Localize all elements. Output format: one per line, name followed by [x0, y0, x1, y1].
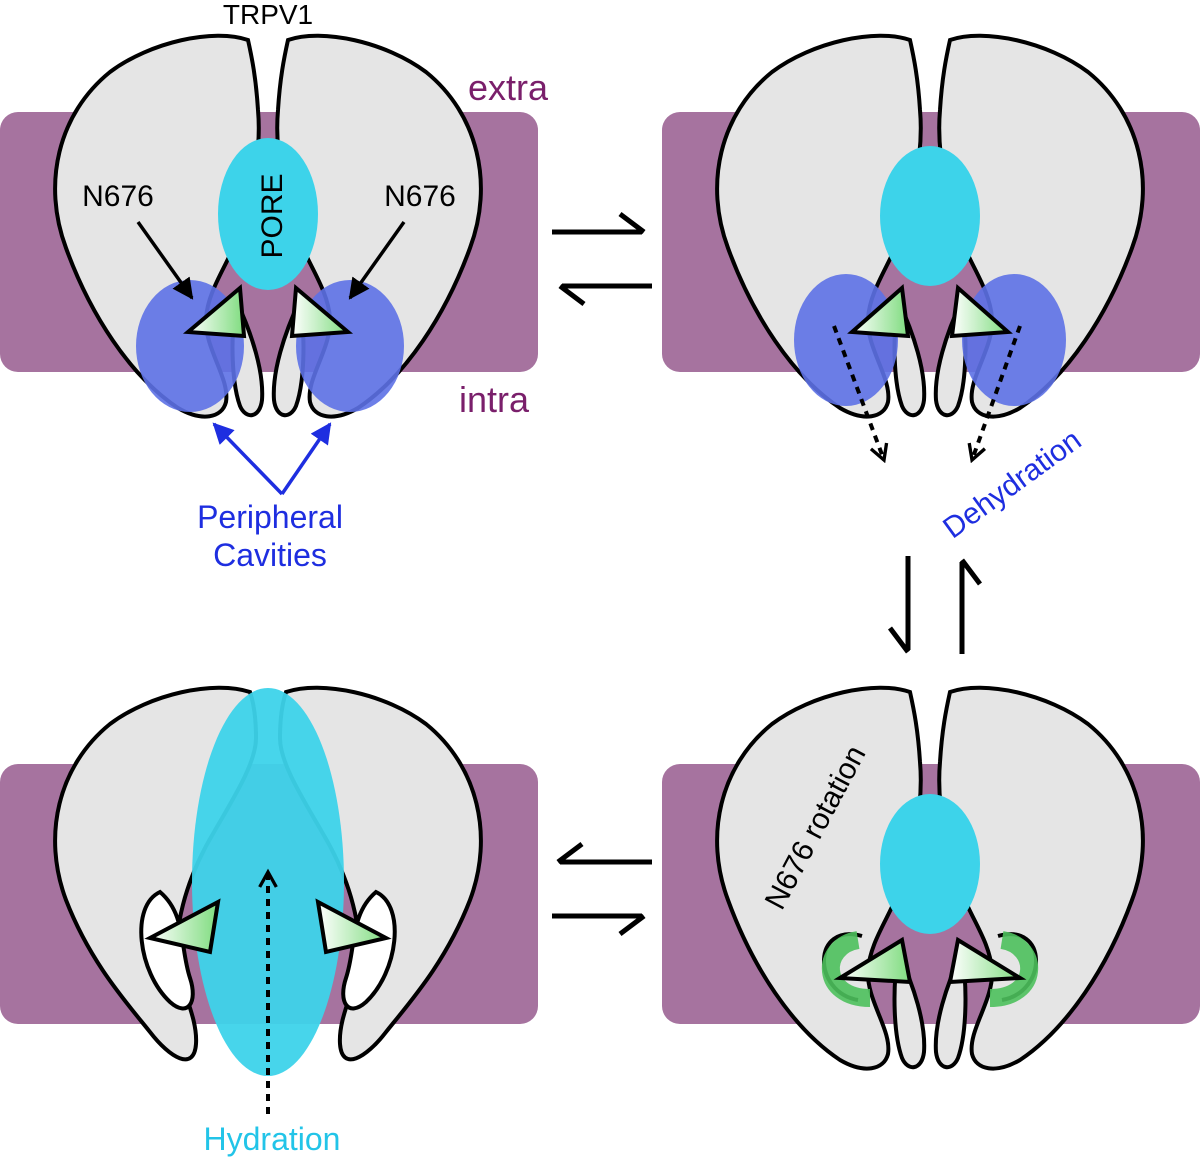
- reverse-arrow-head: [558, 284, 586, 306]
- state-3: N676 rotation: [662, 685, 1200, 1071]
- rotation-arrow-left: [822, 931, 871, 1007]
- up-arrow-head: [960, 558, 982, 586]
- pore-water: [880, 146, 980, 286]
- residue-arrow-left: [136, 220, 194, 300]
- rotation-arrow-right: [989, 931, 1038, 1007]
- cavity-arrow-right: [280, 422, 332, 495]
- residue-arrow-right: [348, 220, 406, 300]
- forward-arrow-head: [618, 914, 646, 936]
- dehydration-label: Dehydration: [937, 423, 1087, 545]
- n676-residue-right: [947, 936, 1027, 985]
- intracellular-label: intra: [459, 379, 530, 420]
- down-arrow-head: [888, 626, 910, 654]
- pore-water: [880, 794, 980, 934]
- transition-2-3: [888, 556, 982, 654]
- cavity-arrow-left: [212, 422, 284, 496]
- transition-3-4: [552, 842, 652, 936]
- state-4: Hydration: [0, 685, 538, 1157]
- n676-residue-left: [182, 283, 247, 339]
- dehydration-arrow-right: [972, 325, 1022, 460]
- n676-residue-right: [949, 284, 1013, 339]
- n676-residue-right: [315, 898, 392, 955]
- reverse-arrow-head: [556, 842, 584, 864]
- state-2: Dehydration: [662, 33, 1200, 545]
- dehydration-arrow-left: [832, 325, 884, 460]
- transition-1-2: [552, 212, 652, 306]
- hydration-label: Hydration: [204, 1121, 341, 1157]
- pore-water: [218, 138, 318, 290]
- n676-residue-left: [144, 898, 221, 955]
- extracellular-label: extra: [468, 67, 549, 108]
- peripheral-cavity-left: [794, 274, 898, 406]
- n676-residue-left: [833, 936, 913, 985]
- n676-label-left: N676: [82, 180, 154, 213]
- forward-arrow-head: [618, 212, 646, 234]
- state-1: TRPV1 extra intra N676 N676 PORE Periphe…: [0, 0, 549, 573]
- n676-residue-right: [289, 283, 354, 339]
- n676-residue-left: [847, 284, 911, 339]
- protein-label: TRPV1: [223, 0, 313, 30]
- n676-label-right: N676: [384, 180, 456, 213]
- peripheral-cavities-label-2: Cavities: [213, 537, 327, 573]
- pore-label: PORE: [256, 173, 289, 258]
- peripheral-cavities-label-1: Peripheral: [197, 499, 343, 535]
